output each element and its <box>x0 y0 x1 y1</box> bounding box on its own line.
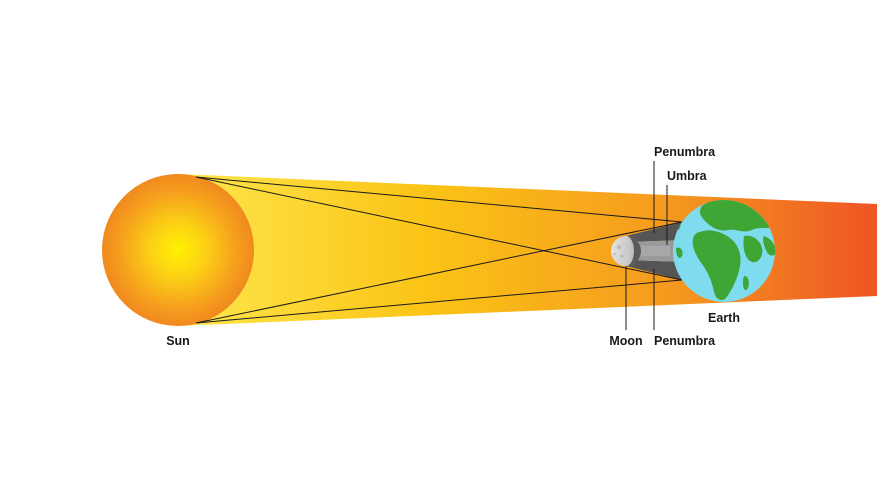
moon-label: Moon <box>609 334 642 348</box>
moon-icon <box>611 236 641 266</box>
umbra-label: Umbra <box>667 169 708 183</box>
earth-label: Earth <box>708 311 740 325</box>
sun-label: Sun <box>166 334 190 348</box>
leader-lines <box>625 161 668 330</box>
penumbra-top-label: Penumbra <box>654 145 716 159</box>
sun-icon <box>102 174 254 326</box>
light-rays <box>195 176 683 324</box>
penumbra-bottom-label: Penumbra <box>654 334 716 348</box>
